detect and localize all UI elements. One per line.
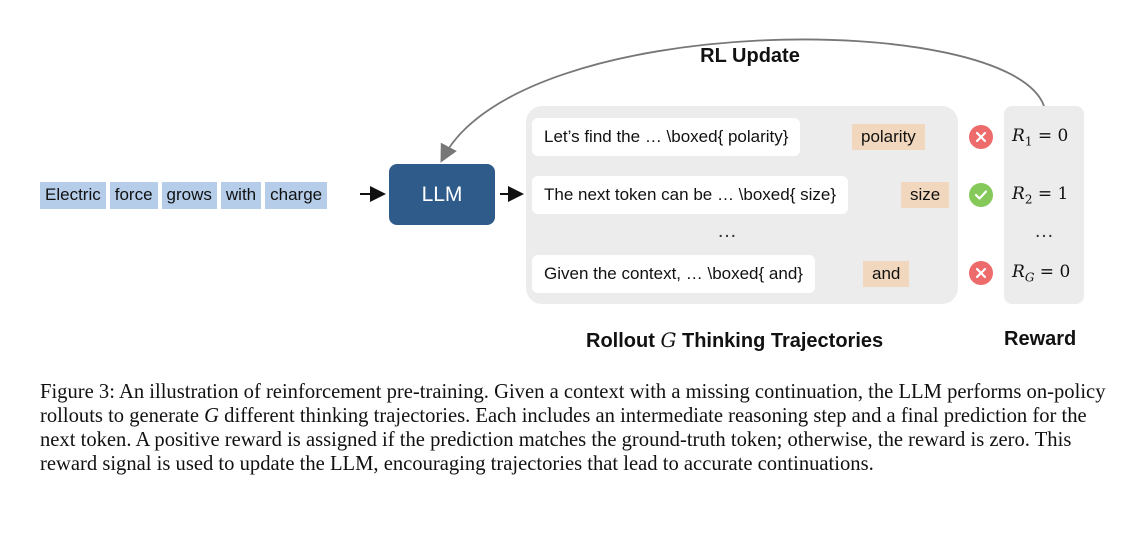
input-token: with: [220, 182, 262, 209]
input-context-tokens: Electric force grows with charge: [40, 182, 328, 209]
rollout-title: Rollout G Thinking Trajectories: [586, 328, 884, 352]
input-token: force: [109, 182, 158, 209]
x-circle-icon: [969, 261, 993, 285]
reward-value: RG = 0: [1012, 262, 1071, 285]
trajectory-text: Let’s find the … \boxed{ polarity}: [532, 118, 801, 156]
rl-update-label: RL Update: [700, 45, 800, 67]
prediction-token: size: [901, 182, 950, 208]
input-token: charge: [265, 182, 328, 209]
input-token: Electric: [40, 182, 106, 209]
reward-panel: [1004, 106, 1084, 304]
reward-title: Reward: [1004, 328, 1077, 350]
reward-value: R1 = 0: [1012, 126, 1069, 149]
llm-box: LLM: [389, 164, 495, 225]
x-circle-icon: [969, 125, 993, 149]
trajectory-text: Given the context, … \boxed{ and}: [532, 255, 815, 293]
check-circle-icon: [969, 183, 993, 207]
trajectory-text: The next token can be … \boxed{ size}: [532, 176, 849, 214]
input-token: grows: [161, 182, 217, 209]
reward-value: R2 = 1: [1012, 184, 1069, 207]
figure-caption: Figure 3: An illustration of reinforceme…: [40, 381, 1106, 475]
reward-ellipsis: …: [1034, 220, 1055, 242]
prediction-token: and: [863, 261, 910, 287]
trajectory-ellipsis: …: [717, 220, 738, 242]
prediction-token: polarity: [852, 124, 925, 150]
